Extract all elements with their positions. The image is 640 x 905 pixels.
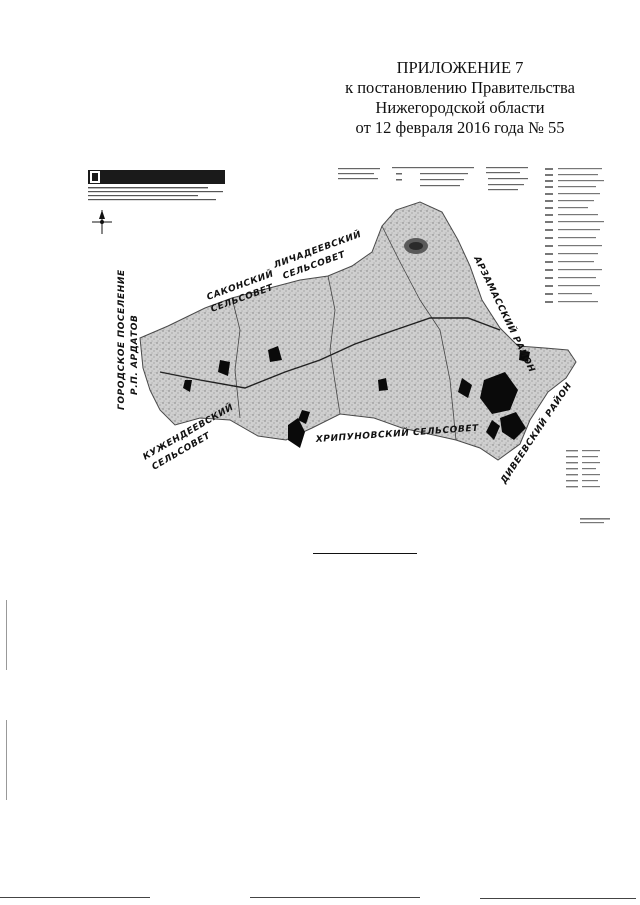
signature-divider xyxy=(313,553,417,554)
decree-line-2: Нижегородской области xyxy=(375,98,545,117)
scan-bottom-mark xyxy=(250,897,420,898)
map-header-block xyxy=(88,170,225,201)
map-title-bar xyxy=(88,170,225,184)
internal-boundaries xyxy=(231,225,457,441)
settlement-block xyxy=(404,238,428,254)
scan-edge-mark xyxy=(6,720,7,800)
scan-edge-mark xyxy=(6,600,7,670)
main-road xyxy=(159,317,501,389)
scan-bottom-mark xyxy=(480,898,636,899)
label-ardatov-line-1: ГОРОДСКОЕ ПОСЕЛЕНИЕ xyxy=(117,269,127,410)
legend-bottom-right xyxy=(566,450,610,524)
decree-line-1: к постановлению Правительства xyxy=(345,78,575,97)
decree-line-3: от 12 февраля 2016 года № 55 xyxy=(355,118,565,137)
document-heading: ПРИЛОЖЕНИЕ 7 к постановлению Правительст… xyxy=(330,58,590,138)
appendix-title: ПРИЛОЖЕНИЕ 7 xyxy=(396,58,524,77)
legend-right-column xyxy=(545,168,604,303)
scan-bottom-mark xyxy=(0,897,150,898)
label-ardatov-line-2: Р.П. АРДАТОВ xyxy=(130,315,140,396)
legend-top-blocks xyxy=(338,167,528,191)
north-arrow-icon xyxy=(92,210,112,234)
forest-patches xyxy=(183,346,530,448)
